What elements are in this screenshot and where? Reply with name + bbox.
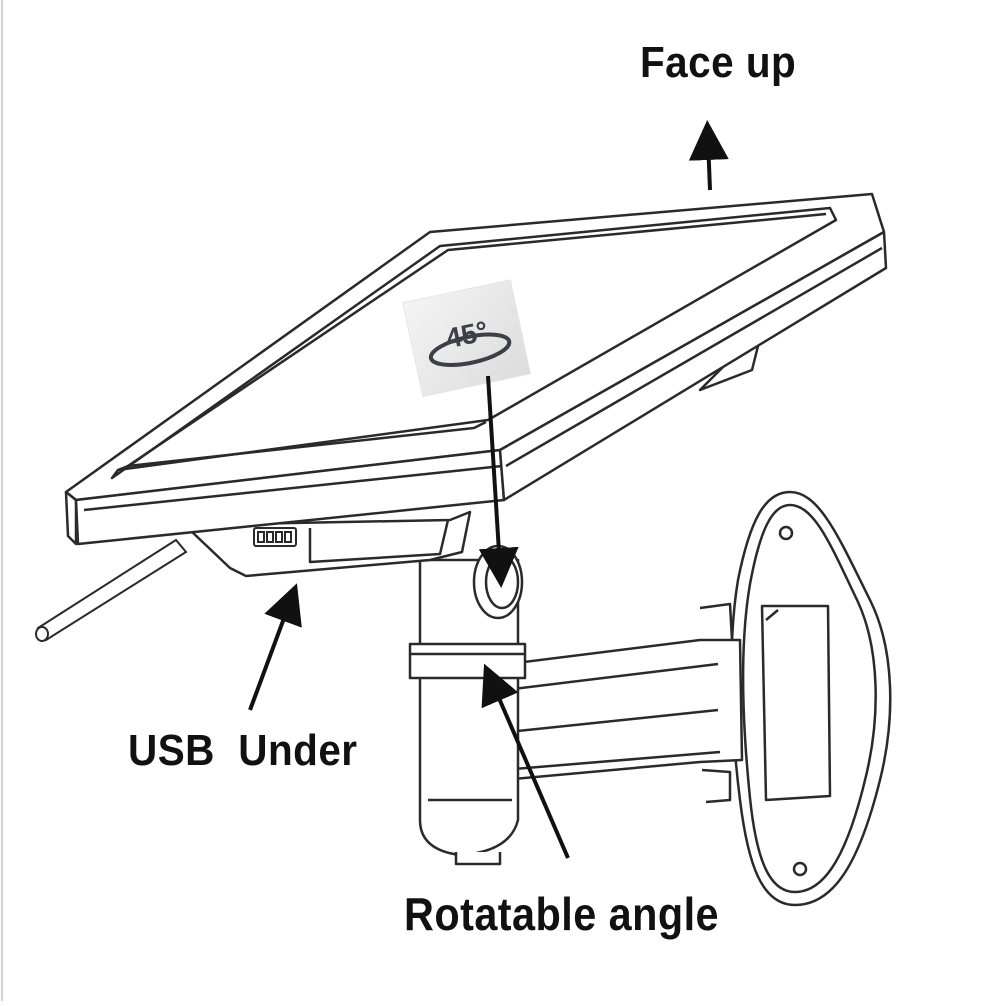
usb-arrow (248, 583, 302, 711)
badge-arrow (478, 375, 519, 588)
mount-arm (474, 602, 744, 804)
rotation-icon (428, 332, 512, 367)
rotation-arrow (481, 663, 570, 859)
face-up-label: Face up (640, 38, 797, 87)
arrows (248, 120, 729, 859)
usb-port (253, 527, 297, 547)
face-up-arrow (688, 120, 729, 191)
usb-under-label: USB Under (128, 726, 358, 775)
wall-plate (730, 490, 892, 907)
usb-cable (35, 538, 188, 642)
rotatable-angle-label: Rotatable angle (404, 888, 720, 940)
angle-badge: 45° (402, 279, 531, 398)
